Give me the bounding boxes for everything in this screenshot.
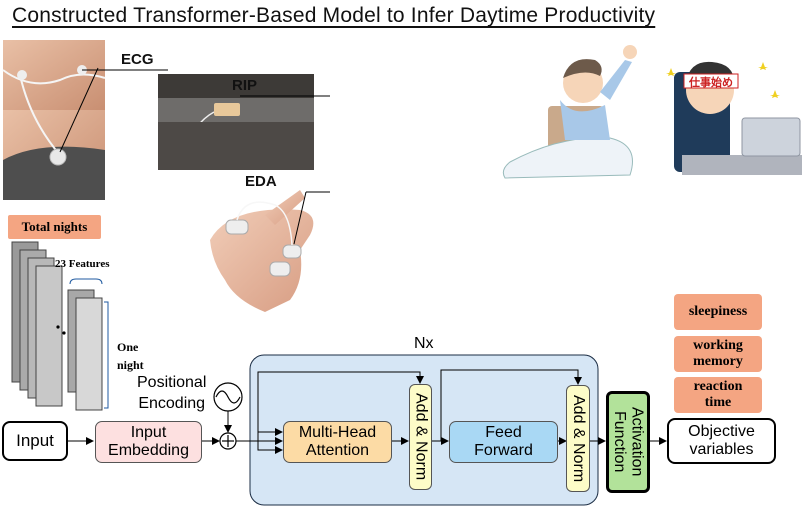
eda-photo [210,190,314,312]
objective-variables-box: Objective variables [667,418,776,464]
eda-label: EDA [245,173,277,190]
output-sleepiness: sleepiness [674,294,762,330]
ecg-photo [2,40,106,200]
one-night-label: One night [117,340,144,372]
working-man-illustration: 仕事始め [666,61,802,175]
nx-label: Nx [414,335,434,352]
output-working-memory: working memory [674,336,762,372]
input-embedding-box: Input Embedding [95,421,202,463]
data-stack [11,241,109,411]
page-title: Constructed Transformer-Based Model to I… [12,4,656,27]
features-label: 23 Features [55,258,110,270]
feed-forward-box: Feed Forward [449,421,558,463]
positional-encoding-label: Positional Encoding [137,374,207,412]
ecg-label: ECG [121,51,154,68]
rip-photo [158,74,314,170]
rip-label: RIP [232,77,258,94]
input-box: Input [2,421,68,461]
multi-head-attention-box: Multi-Head Attention [283,421,392,463]
waking-man-illustration [502,45,637,179]
total-nights-label: Total nights [8,215,101,239]
activation-function-box: Activation Function [606,391,650,493]
add-norm-2-box: Add & Norm [566,385,590,492]
headband-text: 仕事始め [688,75,733,89]
output-reaction-time: reaction time [674,377,762,413]
flow-arrows [68,369,667,454]
add-norm-1-box: Add & Norm [409,384,432,490]
